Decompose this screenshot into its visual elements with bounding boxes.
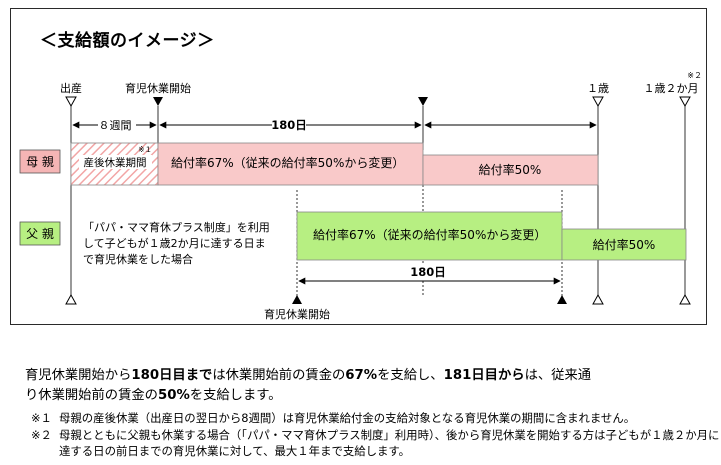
eight-weeks-label-bg: [98, 116, 136, 132]
caption-bold-4: 50%: [157, 388, 190, 403]
birth-bottom-marker-icon: [65, 293, 77, 305]
footnote-1-text: 母親の産後休業（出産日の翌日から8週間）は育児休業給付金の支給対象となる育児休業…: [59, 411, 636, 425]
guide-lines: [70, 106, 686, 296]
caption-bold-2: 67%: [345, 368, 378, 383]
footnotes: ※１ 母親の産後休業（出産日の翌日から8週間）は育児休業給付金の支給対象となる育…: [31, 410, 721, 460]
eight-weeks-label: ８週間: [99, 119, 132, 132]
one-year-bottom-marker-icon: [592, 293, 604, 305]
father-rate-67-bar: [296, 211, 563, 261]
mother-rate-50-bar: [422, 154, 599, 186]
mother-leave-start-marker-icon: [153, 97, 163, 106]
footnote-1: ※１ 母親の産後休業（出産日の翌日から8週間）は育児休業給付金の支給対象となる育…: [31, 410, 721, 427]
father-rate-50-label: 給付率50%: [593, 237, 656, 252]
father-label: 父 親: [26, 227, 54, 241]
benefit-timeline-diagram: 出産 育児休業開始 １歳 １歳２か月 ※２ ８週間 180日 母 親 産後休業期…: [19, 71, 702, 321]
one-year-two-months-label: １歳２か月: [644, 82, 699, 95]
mother-rate-67-bar: [157, 142, 424, 186]
father-180-days-label-bg: [411, 264, 445, 280]
mother-180-days-label: 180日: [271, 118, 307, 132]
footnote-2: ※２ 母親とともに父親も休業する場合（「パパ・ママ育休プラス制度」利用時）、後か…: [31, 427, 721, 460]
diagram-frame: [10, 8, 707, 325]
mother-rate-50-label: 給付率50%: [479, 162, 542, 177]
caption-bold-3: 181日目から: [443, 368, 525, 383]
caption-text-5: り休業開始前の賃金の: [25, 388, 158, 403]
caption-text-3: を支給し、: [377, 368, 444, 383]
maternity-period-label-bg: [79, 155, 152, 169]
father-180-days-label: 180日: [410, 265, 446, 279]
caption-text-4: は、従来通: [524, 368, 592, 383]
one-year-two-months-marker-icon: [679, 96, 691, 108]
father-rate-50-bar: [561, 228, 687, 261]
plus-note-line-3: で育児休業をした場合: [83, 252, 193, 266]
plus-note-line-1: 「パパ・ママ育休プラス制度」を利用: [83, 220, 270, 234]
note-mark-1: ※１: [138, 145, 152, 154]
mother-180-days-label-bg: [272, 116, 306, 132]
birth-label: 出産: [60, 81, 82, 95]
caption-text-6: を支給します。: [189, 388, 282, 403]
caption-text-2: は休業開始前の賃金の: [212, 368, 346, 383]
one-year-marker-icon: [592, 96, 604, 108]
one-year-label: １歳: [587, 82, 609, 95]
caption-bold-1: 180日目まで: [131, 368, 213, 383]
father-day-180-marker-icon: [557, 295, 567, 304]
caption-text-1: 育児休業開始から: [25, 368, 132, 383]
one-year-two-months-bottom-marker-icon: [679, 293, 691, 305]
father-leave-start-label: 育児休業開始: [264, 307, 330, 321]
mother-rate-67-label: 給付率67%（従来の給付率50%から変更）: [171, 155, 404, 170]
footnote-2-text: 母親とともに父親も休業する場合（「パパ・ママ育休プラス制度」利用時）、後から育児…: [59, 427, 720, 459]
mother-label: 母 親: [26, 155, 54, 169]
father-rate-67-label: 給付率67%（従来の給付率50%から変更）: [313, 227, 546, 242]
plus-note-line-2: して子どもが１歳2か月に達する日ま: [83, 236, 266, 250]
footnote-2-mark: ※２: [31, 427, 52, 442]
mother-label-box: [19, 149, 61, 174]
summary-caption: 育児休業開始から180日目までは休業開始前の賃金の67%を支給し、181日目から…: [25, 366, 705, 406]
birth-marker-icon: [65, 96, 77, 108]
footnote-1-mark: ※１: [31, 411, 52, 425]
maternity-period-label: 産後休業期間: [84, 156, 147, 169]
father-label-box: [19, 221, 61, 246]
leave-start-label-top: 育児休業開始: [125, 81, 191, 95]
diagram-title: ＜支給額のイメージ＞: [40, 31, 215, 51]
father-leave-start-marker-icon: [292, 295, 302, 304]
mother-day-180-marker-icon: [418, 97, 428, 106]
note-mark-2: ※２: [687, 71, 702, 80]
